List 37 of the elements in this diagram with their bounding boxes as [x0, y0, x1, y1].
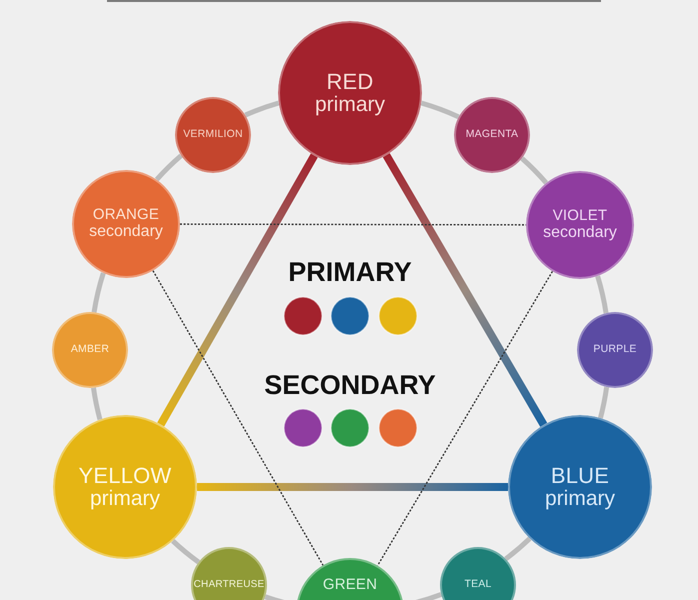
ring-segment: [595, 275, 609, 314]
ring-segment: [171, 539, 200, 564]
color-category: secondary: [543, 224, 617, 242]
dotted-line: [152, 270, 324, 566]
thick-line: [197, 483, 508, 491]
color-category: secondary: [89, 223, 163, 241]
color-name: VERMILION: [183, 129, 243, 141]
ring-segment: [244, 100, 280, 118]
color-name: TEAL: [464, 579, 492, 591]
color-name: PURPLE: [593, 344, 637, 356]
color-circle: [440, 547, 516, 600]
thick-line: [382, 153, 548, 427]
color-name: MAGENTA: [466, 129, 518, 141]
ring-segment: [91, 387, 102, 420]
category-heading: SECONDARY: [264, 370, 436, 400]
color-name: RED: [326, 70, 374, 94]
ring-segment: [598, 386, 610, 419]
thick-line: [157, 154, 318, 426]
color-circle: [191, 547, 267, 600]
color-name: GREEN: [322, 576, 378, 594]
dotted-line: [376, 271, 554, 566]
ring-segment: [420, 100, 460, 120]
color-category: primary: [544, 488, 615, 510]
color-category: primary: [90, 488, 160, 510]
dotted-line: [180, 223, 526, 226]
color-name: AMBER: [70, 344, 110, 356]
ring-segment: [504, 536, 532, 561]
color-name: CHARTREUSE: [194, 580, 264, 590]
color-name: YELLOW: [78, 464, 172, 488]
ring-segment: [154, 154, 183, 182]
color-category: primary: [314, 94, 385, 116]
category-heading: PRIMARY: [288, 258, 412, 286]
color-name: BLUE: [550, 464, 610, 488]
ring-segment: [520, 156, 548, 185]
ring-segment: [92, 272, 106, 313]
color-name: VIOLET: [552, 208, 608, 224]
color-name: ORANGE: [92, 207, 160, 224]
